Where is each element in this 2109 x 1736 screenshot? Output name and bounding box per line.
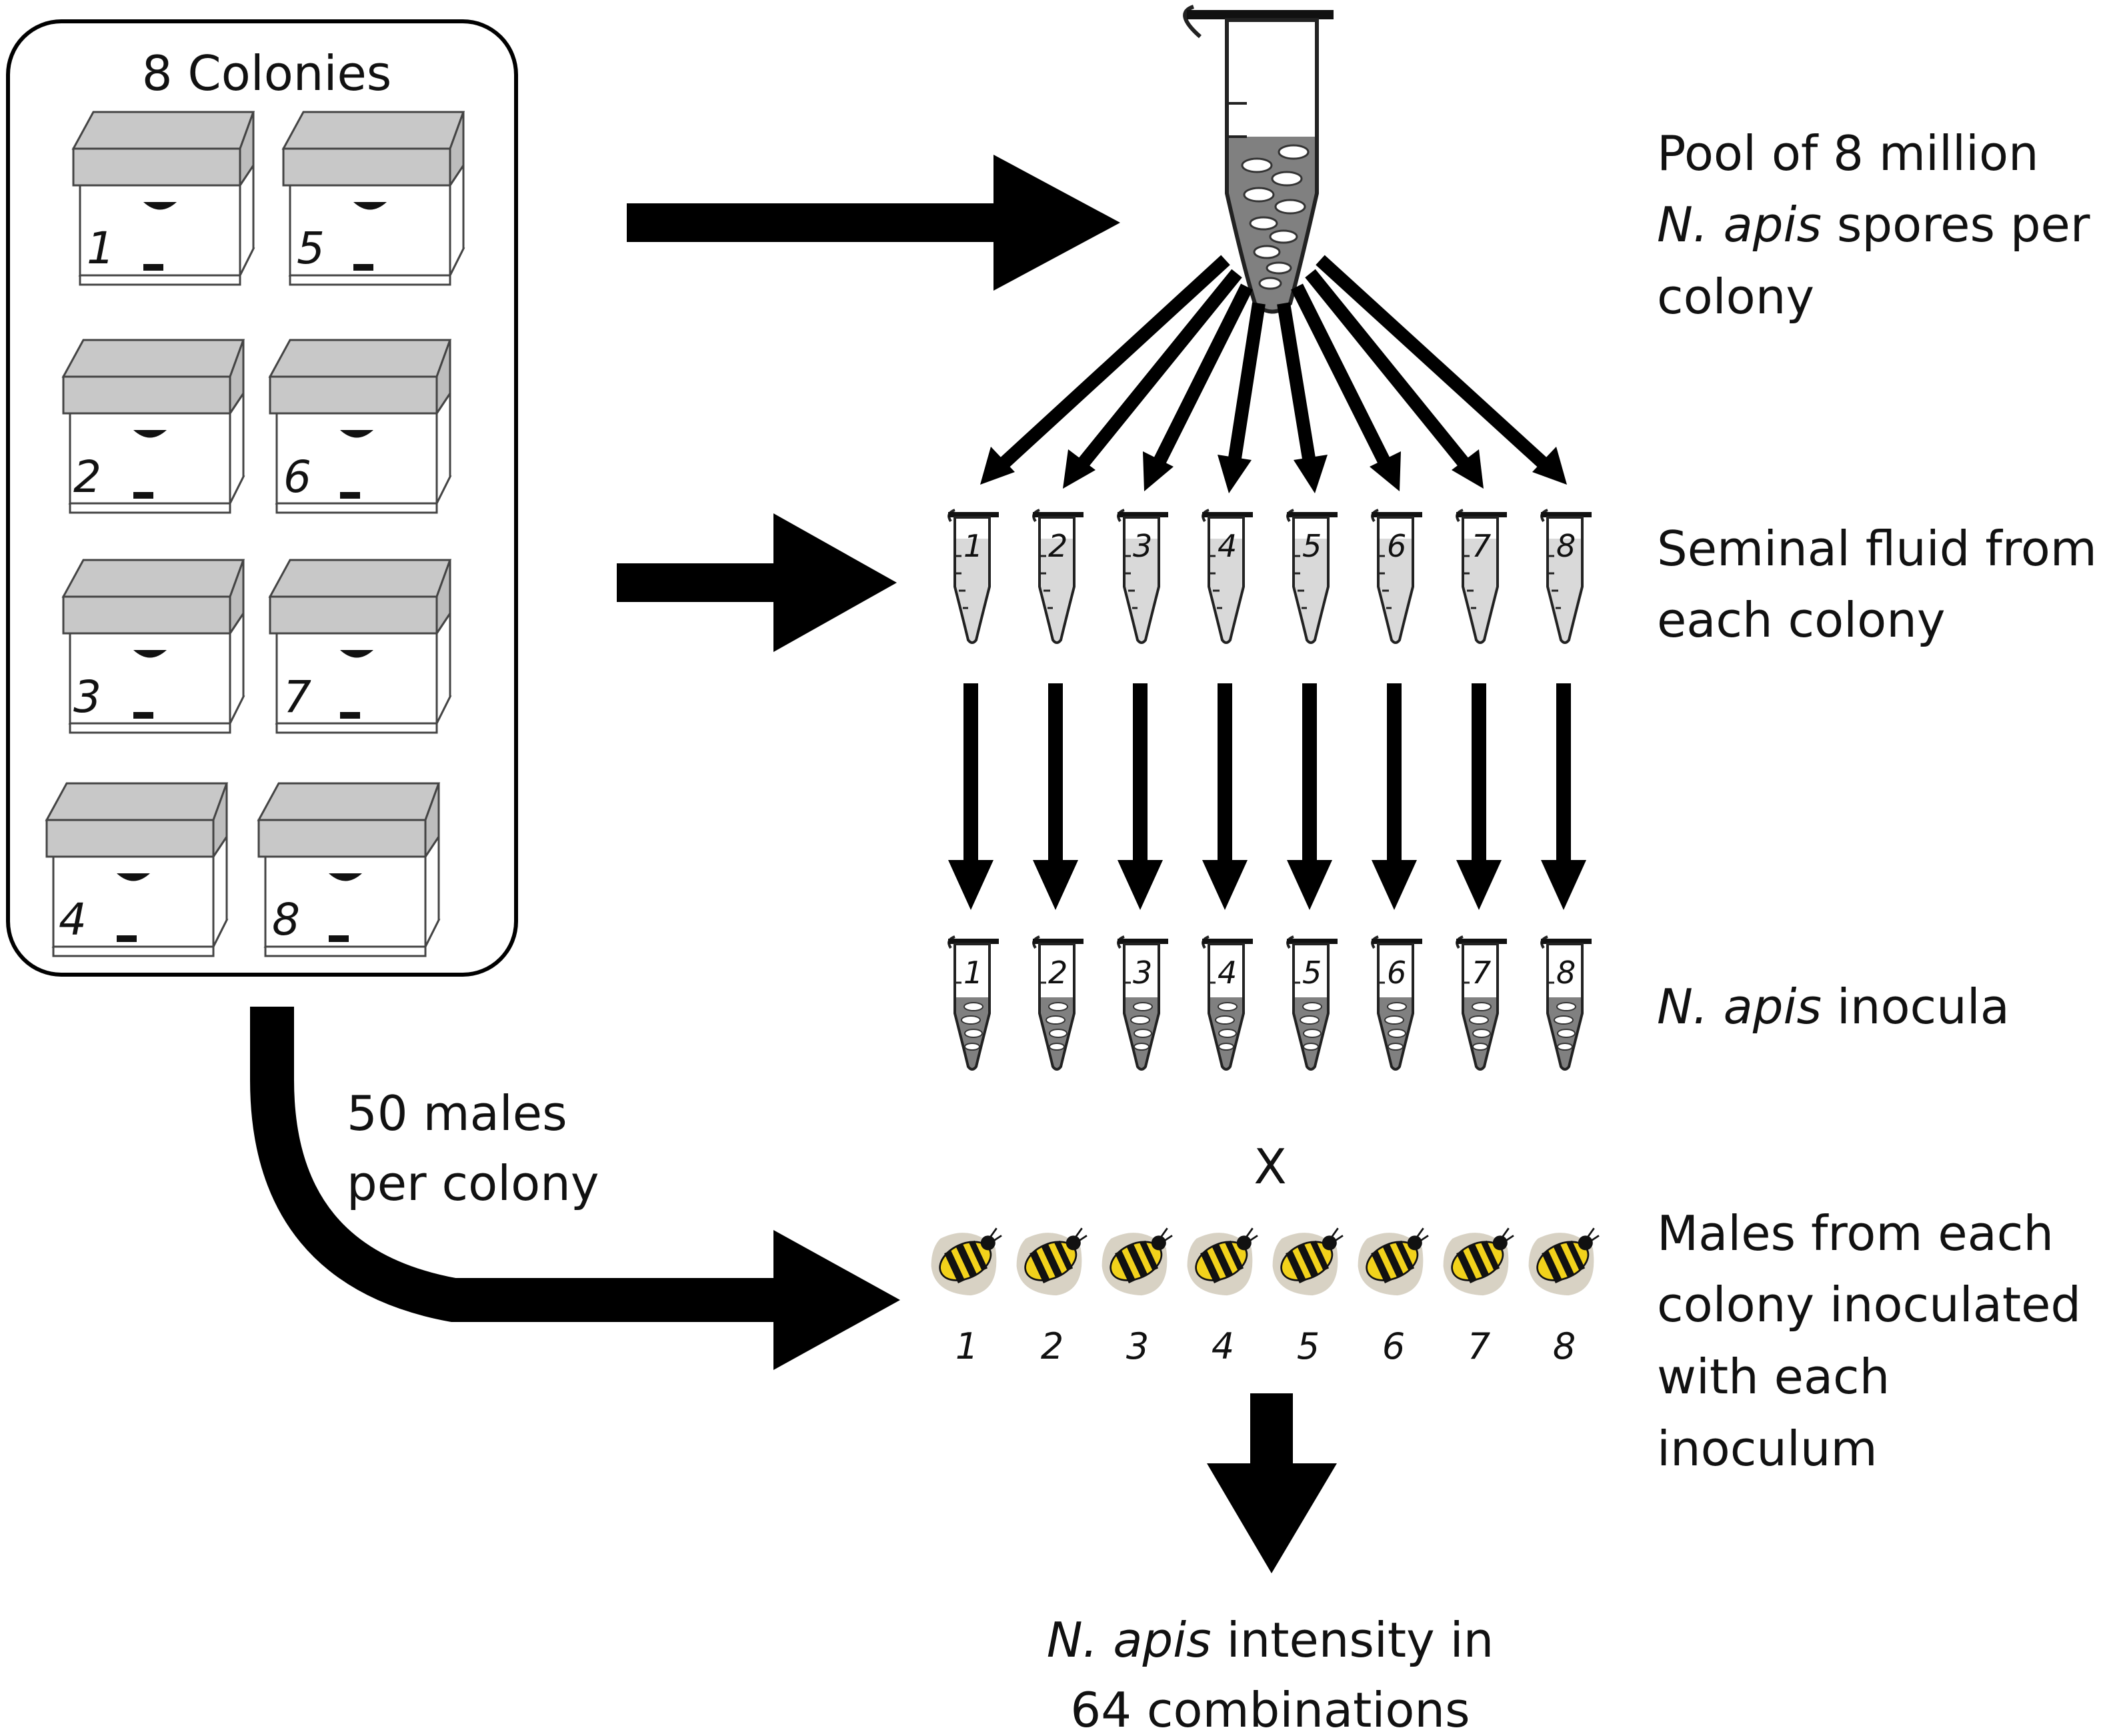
pool-label-line1: Pool of 8 million (1657, 125, 2039, 181)
hive-number: 3 (73, 671, 101, 723)
bee-icon (1186, 1227, 1259, 1297)
tube-number: 1 (963, 528, 983, 564)
tube-number: 3 (1133, 528, 1152, 564)
tube-number: 3 (1133, 955, 1152, 991)
colonies-title: 8 Colonies (142, 45, 392, 101)
bee-icon (1015, 1227, 1088, 1297)
hive-number: 6 (283, 451, 311, 503)
bee-number: 6 (1382, 1325, 1405, 1367)
bee-icon (1357, 1227, 1430, 1297)
arrow-colonies-to-seminal (617, 513, 897, 652)
result-label-rest: intensity in (1212, 1612, 1494, 1668)
tube-number: 6 (1387, 955, 1406, 991)
bee-icon (930, 1227, 1003, 1297)
tube-number: 2 (1048, 955, 1068, 991)
tube-number: 4 (1218, 955, 1237, 991)
tube-number: 5 (1302, 528, 1322, 564)
bee-number: 2 (1041, 1325, 1064, 1367)
pool-label-species: N. apis (1657, 197, 1822, 253)
tube-number: 5 (1302, 955, 1322, 991)
tube-number: 6 (1387, 528, 1406, 564)
inocula-label: N. apis inocula (1657, 979, 2010, 1035)
arrow-colonies-to-males (250, 1007, 900, 1370)
males-label-line2: colony inoculated (1657, 1277, 2081, 1333)
label-males: Males from each colony inoculated with e… (1657, 1205, 2081, 1477)
pool-label-line2: N. apis spores per (1657, 197, 2090, 253)
fifty-males-line1: 50 males (347, 1085, 567, 1141)
tube-number: 2 (1048, 528, 1068, 564)
label-seminal: Seminal fluid from each colony (1657, 521, 2097, 648)
bee-number: 5 (1297, 1325, 1320, 1367)
bee-number: 7 (1468, 1325, 1490, 1367)
hive-number: 4 (59, 894, 87, 945)
tube-number: 8 (1556, 528, 1576, 564)
pool-label-line3: colony (1657, 269, 1814, 325)
seminal-label-line2: each colony (1657, 592, 1945, 648)
result-label-line2: 64 combinations (1070, 1682, 1470, 1736)
label-pool: Pool of 8 million N. apis spores per col… (1657, 125, 2090, 325)
result-label-species: N. apis (1047, 1612, 1212, 1668)
bee-icon (1101, 1227, 1174, 1297)
tube-number: 8 (1556, 955, 1576, 991)
hives: 1 5 2 6 3 7 4 8 (45, 111, 465, 957)
arrow-colonies-to-pool (627, 155, 1120, 291)
seminal-to-inocula-arrows (948, 683, 1586, 910)
pool-distribution-arrows (980, 255, 1567, 493)
bee-icon (1528, 1227, 1600, 1297)
bee-number: 8 (1553, 1325, 1576, 1367)
bee-number: 3 (1126, 1325, 1149, 1367)
hive-number: 1 (87, 223, 115, 274)
males-label-line1: Males from each (1657, 1205, 2054, 1261)
tube-number: 7 (1472, 955, 1491, 991)
pool-label-rest: spores per (1822, 197, 2090, 253)
fifty-males-line2: per colony (347, 1155, 599, 1211)
bees-row: 1 2 3 4 5 6 7 8 (930, 1227, 1600, 1367)
seminal-tubes-row: 1 2 3 4 5 6 7 8 (947, 509, 1593, 644)
males-label-line4: inoculum (1657, 1421, 1878, 1477)
inocula-label-rest: inocula (1822, 979, 2010, 1035)
result-label-line1: N. apis intensity in (1047, 1612, 1494, 1668)
tube-number: 1 (963, 955, 983, 991)
label-inocula: N. apis inocula (1657, 979, 2010, 1035)
pool-tube (1183, 5, 1334, 314)
inocula-label-species: N. apis (1657, 979, 1822, 1035)
hive-number: 8 (272, 894, 300, 945)
hive-number: 5 (297, 223, 325, 274)
bee-number: 4 (1212, 1325, 1234, 1367)
tube-number: 4 (1218, 528, 1237, 564)
bee-number: 1 (955, 1325, 978, 1367)
tube-number: 7 (1472, 528, 1491, 564)
inocula-tubes-row: 1 2 3 4 5 6 7 8 (947, 935, 1593, 1071)
cross-symbol: X (1254, 1139, 1286, 1195)
hive-number: 7 (283, 671, 311, 723)
bee-icon (1272, 1227, 1344, 1297)
label-result: N. apis intensity in 64 combinations (1047, 1612, 1494, 1736)
arrow-to-result (1207, 1393, 1337, 1573)
bee-icon (1442, 1227, 1515, 1297)
males-label-line3: with each (1657, 1349, 1890, 1405)
hive-number: 2 (73, 451, 101, 503)
seminal-label-line1: Seminal fluid from (1657, 521, 2097, 577)
